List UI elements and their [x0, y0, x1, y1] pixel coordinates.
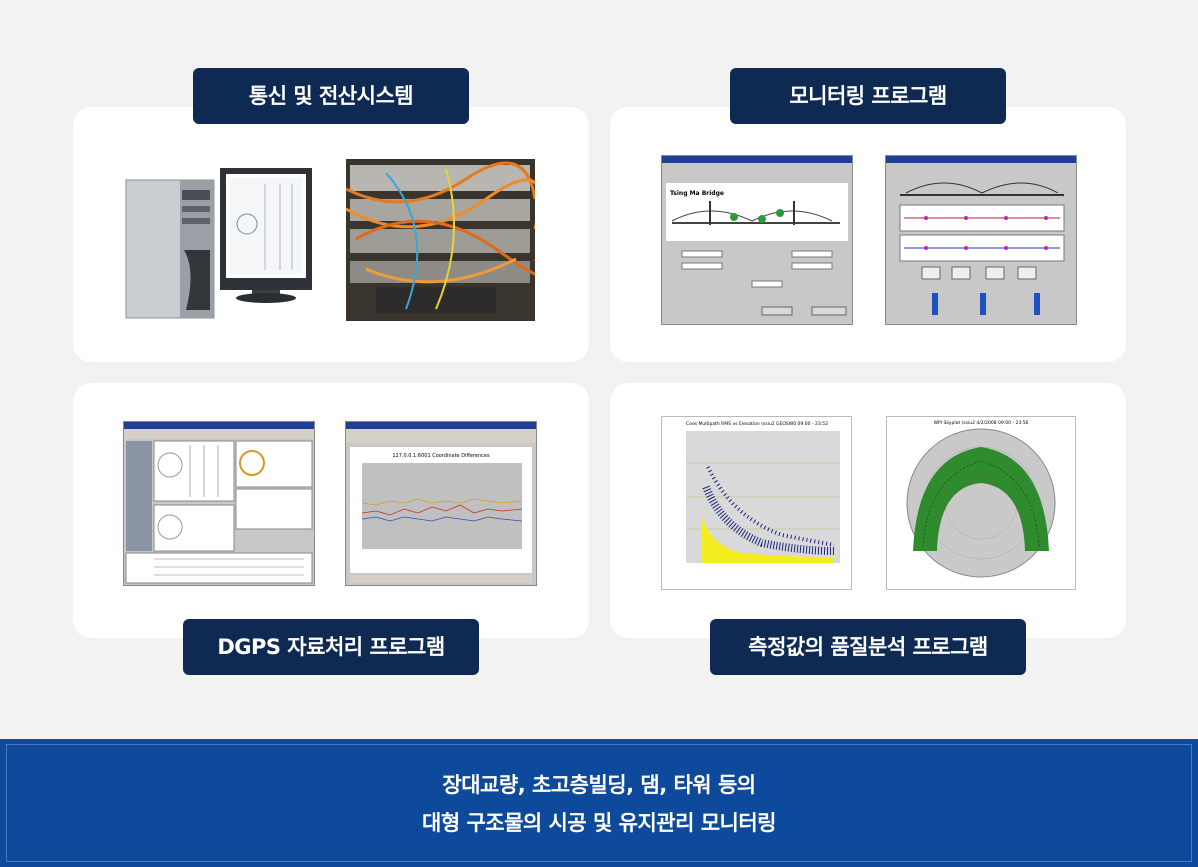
- footer-line-2: 대형 구조물의 시공 및 유지관리 모니터링: [422, 811, 777, 835]
- bridge-response-display-image: [885, 155, 1077, 325]
- computer-workstation-image: [120, 160, 320, 320]
- skyplot-chart-image: WPI Skyplot (ssiu2 4/2/2008 09:00 - 23:5…: [886, 416, 1076, 590]
- coordinate-differences-chart-image: 127.0.0.1:6001 Coordinate Differences: [345, 421, 537, 586]
- footer-line-1: 장대교량, 초고층빌딩, 댐, 타워 등의: [442, 773, 756, 797]
- label-communication-system: 통신 및 전산시스템: [193, 68, 469, 124]
- label-dgps-processing: DGPS 자료처리 프로그램: [183, 619, 479, 675]
- network-rack-cables-image: [346, 159, 535, 321]
- multipath-title: Coes Multipath RMS vs Elevation (ssiu2 G…: [686, 421, 828, 427]
- bridge-monitoring-console-image: Tsing Ma Bridge: [661, 155, 853, 325]
- skyplot-title: WPI Skyplot (ssiu2 4/2/2008 09:00 - 23:5…: [934, 420, 1029, 426]
- footer-banner: 장대교량, 초고층빌딩, 댐, 타워 등의 대형 구조물의 시공 및 유지관리 …: [0, 739, 1198, 867]
- footer-border: [6, 744, 1192, 862]
- label-monitoring-program: 모니터링 프로그램: [730, 68, 1006, 124]
- coord-chart-title: 127.0.0.1:6001 Coordinate Differences: [392, 453, 490, 459]
- bridge-title-text: Tsing Ma Bridge: [670, 190, 724, 197]
- label-quality-analysis: 측정값의 품질분석 프로그램: [710, 619, 1026, 675]
- multipath-scatter-plot-image: Coes Multipath RMS vs Elevation (ssiu2 G…: [661, 416, 852, 590]
- dgps-processing-window-image: [123, 421, 315, 586]
